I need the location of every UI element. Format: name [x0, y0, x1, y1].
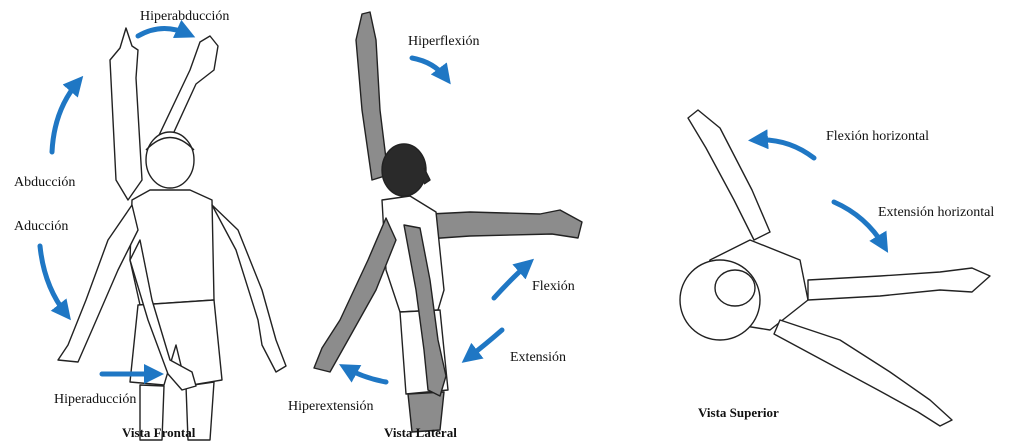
arrow-hyperflexion — [412, 58, 446, 78]
lateral-head — [382, 144, 426, 196]
arrow-abduction — [52, 82, 78, 152]
superior-arm-right — [808, 268, 990, 300]
arrow-hyperextension — [346, 368, 386, 382]
lateral-back-arm — [314, 218, 396, 372]
label-adduction: Aducción — [14, 220, 68, 234]
lateral-figure — [314, 12, 582, 432]
caption-lateral-view: Vista Lateral — [384, 426, 457, 439]
caption-superior-view: Vista Superior — [698, 406, 779, 419]
caption-frontal-view: Vista Frontal — [122, 426, 195, 439]
arrow-horizontal-extension — [834, 202, 884, 246]
arrow-hyperabduction — [138, 28, 188, 36]
frontal-figure — [58, 28, 286, 440]
label-extension: Extensión — [510, 351, 566, 365]
label-hyperabduction: Hiperabducción — [140, 10, 229, 24]
arrow-flexion — [494, 264, 528, 298]
arrow-horizontal-flexion — [756, 140, 814, 158]
label-abduction: Abducción — [14, 176, 75, 190]
label-flexion: Flexión — [532, 280, 575, 294]
frontal-arm-down-left — [58, 205, 138, 362]
superior-figure — [680, 110, 990, 426]
superior-arm-down — [774, 320, 952, 426]
label-hyperadduction: Hiperaducción — [54, 393, 136, 407]
lateral-raised-arm — [356, 12, 388, 180]
label-horizontal-flexion: Flexión horizontal — [826, 130, 929, 144]
arrow-extension — [468, 330, 502, 358]
frontal-raised-arm-left — [110, 28, 142, 200]
label-hyperflexion: Hiperflexión — [408, 35, 480, 49]
superior-arm-up — [688, 110, 770, 240]
arrow-adduction — [40, 246, 66, 314]
label-hyperextension: Hiperextensión — [288, 400, 374, 414]
label-horizontal-extension: Extensión horizontal — [878, 206, 994, 220]
frontal-head — [146, 132, 194, 188]
frontal-arm-down-right — [212, 205, 286, 372]
